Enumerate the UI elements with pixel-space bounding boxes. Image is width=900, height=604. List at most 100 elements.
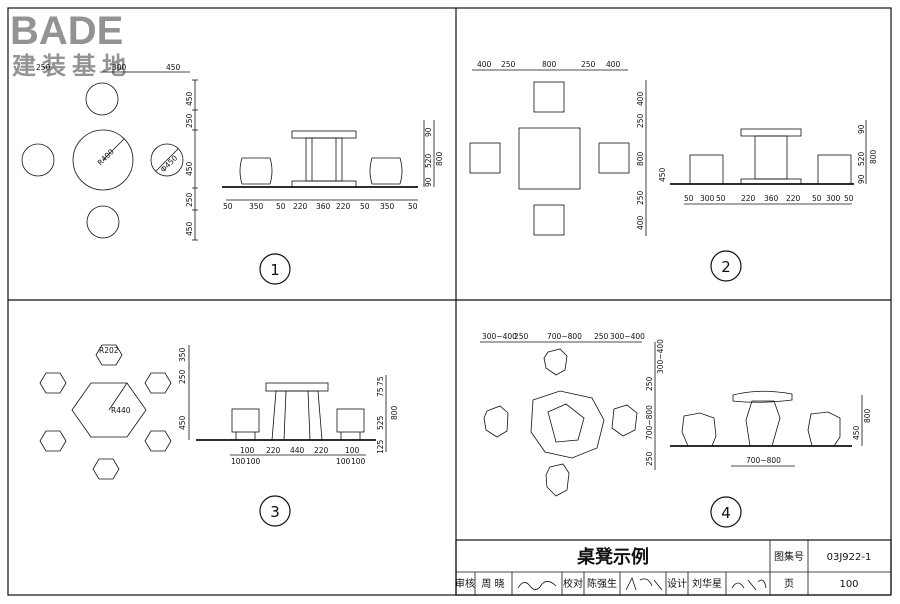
- bottom-dim-7: 50: [812, 194, 822, 203]
- box-stool-right: [817, 154, 852, 185]
- top-dim-5: 400: [606, 60, 621, 69]
- page-label: 页: [784, 578, 794, 590]
- round-table: [72, 129, 134, 191]
- right-dim-2: 75: [376, 387, 385, 397]
- hex-stool-bottom: [92, 458, 120, 480]
- table-column: [305, 137, 343, 182]
- title-block-frame: [455, 539, 892, 596]
- check-label: 校对: [563, 577, 583, 590]
- right-dim-3: 90: [424, 177, 433, 187]
- bottom-dim-6: 220: [786, 194, 801, 203]
- radius-large-leader: [108, 382, 128, 411]
- panel-number-circle: [710, 250, 742, 282]
- left-dim-5: 450: [185, 221, 194, 236]
- left-dim-3: 450: [185, 161, 194, 176]
- stone-table: [530, 390, 605, 459]
- table-column-line-left: [283, 390, 287, 441]
- title-block: 桌凳示例 图集号 03J922-1 审核 周 晓 校对 陈强生 设计 刘华星 页…: [455, 539, 892, 596]
- left-dim-4: 250: [185, 192, 194, 207]
- left-dim-5: 400: [636, 215, 645, 230]
- barrel-stool-right: [369, 157, 403, 185]
- bottom-dim-2: 300: [700, 194, 715, 203]
- design-name: 刘华星: [692, 577, 722, 590]
- bottom-dim-9: 100: [345, 446, 360, 455]
- table-column: [754, 135, 788, 180]
- panel-2: 400 250 800 250 400 400 250 800 250 400 …: [469, 60, 878, 282]
- left-dim-4: 250: [636, 190, 645, 205]
- check-signature: [625, 576, 663, 591]
- stone-stool-left-elev: [681, 412, 717, 447]
- logo-chinese: 建装基地: [12, 52, 132, 80]
- square-table: [518, 127, 581, 190]
- left-dim-1: 300~400: [656, 339, 665, 374]
- square-stool-left: [469, 142, 501, 174]
- radius-small-label: R202: [99, 346, 119, 355]
- right-dim-1: 90: [857, 124, 866, 134]
- left-dim-4: 250: [645, 451, 654, 466]
- panel-number: 4: [721, 504, 731, 522]
- panel-number-circle: [259, 495, 291, 527]
- right-dim-5: 800: [390, 405, 399, 420]
- left-dim-3: 450: [178, 415, 187, 430]
- box-stool-left: [689, 154, 724, 185]
- table-top: [740, 128, 802, 137]
- top-dim-1: 250: [36, 63, 51, 72]
- panel-3: R202 R440 350 250 450 75 75 525 125 800: [39, 344, 399, 527]
- left-dim-2: 250: [636, 113, 645, 128]
- top-dim-5: 300~400: [610, 332, 645, 341]
- left-dim-2: 250: [185, 113, 194, 128]
- hex-stool-lower-right: [144, 430, 172, 452]
- bottom-dim-4: 220: [293, 202, 308, 211]
- left-dim-1: 350: [178, 347, 187, 362]
- bottom-dim-9: 50: [408, 202, 418, 211]
- bottom-dim-5: 360: [316, 202, 331, 211]
- bottom-dim-9: 50: [844, 194, 854, 203]
- barrel-stool-left: [239, 157, 273, 185]
- top-dim-3: 700~800: [547, 332, 582, 341]
- bottom-dim-6: 100: [336, 457, 351, 466]
- sheet-border: [7, 7, 892, 596]
- design-signature: [731, 579, 767, 591]
- review-name: 周 晓: [481, 578, 504, 590]
- stone-table-top-elev: [732, 390, 793, 403]
- right-dim-1: 75: [376, 376, 385, 386]
- table-top: [265, 382, 329, 392]
- diameter-label: Φ450: [159, 153, 180, 174]
- bottom-dim-3: 50: [276, 202, 286, 211]
- bottom-dim-7: 50: [360, 202, 370, 211]
- round-stool-right: [150, 143, 184, 177]
- bottom-dim: 700~800: [746, 456, 781, 465]
- logo-watermark: BADE 建装基地: [10, 9, 132, 80]
- left-dim-2: 250: [178, 369, 187, 384]
- right-dim-2: 520: [857, 151, 866, 166]
- radius-large-label: R440: [111, 406, 131, 415]
- round-stool-left: [21, 143, 55, 177]
- stone-stool-right-elev: [807, 411, 841, 447]
- stone-table-column-elev: [745, 400, 781, 447]
- left-dim-3: 800: [636, 151, 645, 166]
- radius-leader: [102, 138, 125, 161]
- top-dim-4: 250: [594, 332, 609, 341]
- logo-latin: BADE: [10, 9, 123, 53]
- bottom-dim-2: 350: [249, 202, 264, 211]
- square-stool-right: [598, 142, 630, 174]
- panel-4: 300~400 250 700~800 250 300~400 300~400 …: [480, 332, 872, 528]
- right-dim-3: 525: [376, 415, 385, 430]
- stone-stool-right: [611, 404, 638, 437]
- top-dim-1: 300~400: [482, 332, 517, 341]
- right-dim-4: 125: [376, 439, 385, 454]
- stone-stool-bottom: [545, 463, 570, 497]
- right-dim-1: 450: [852, 425, 861, 440]
- table-top: [291, 130, 357, 139]
- table-column: [271, 390, 323, 441]
- square-stool-top: [533, 81, 565, 113]
- hex-table: [71, 382, 147, 438]
- review-label: 审核: [455, 577, 475, 590]
- panel-number-circle: [710, 496, 742, 528]
- top-dim-2: 250: [514, 332, 529, 341]
- page-number: 100: [839, 579, 858, 590]
- stone-stool-left: [483, 405, 509, 438]
- left-dim-ticks: [192, 79, 198, 241]
- panel-number: 1: [270, 261, 280, 279]
- round-stool-bottom: [86, 205, 120, 239]
